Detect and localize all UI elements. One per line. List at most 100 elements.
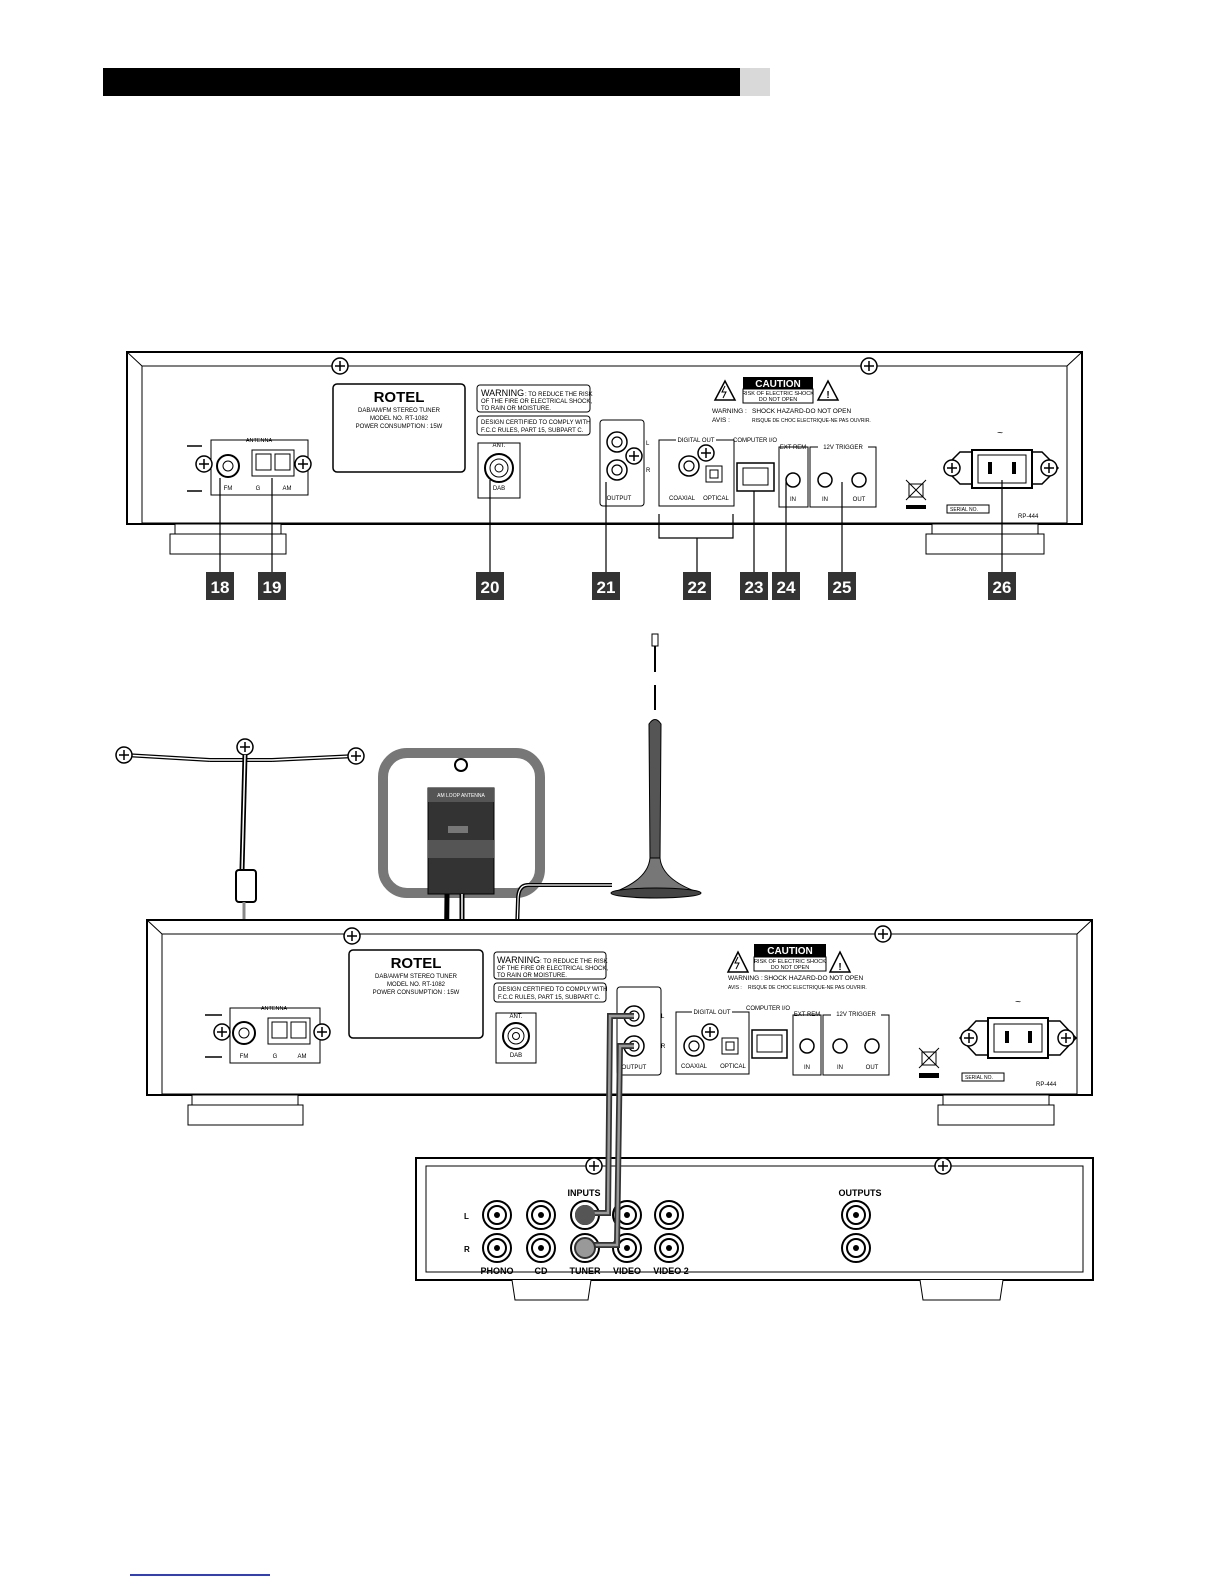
trigger-out-jack[interactable] xyxy=(851,472,867,488)
brand-label: ROTEL xyxy=(374,389,425,406)
output-left-jack[interactable] xyxy=(606,431,628,453)
callout-21: 21 xyxy=(592,572,620,600)
serial-label: SERIAL NO. xyxy=(950,507,978,513)
warning-text-3: TO RAIN OR MOISTURE. xyxy=(481,406,551,412)
svg-text:21: 21 xyxy=(597,578,616,597)
callout-23: 23 xyxy=(740,572,768,600)
caution-line-1-2: RISK OF ELECTRIC SHOCK xyxy=(754,959,826,965)
optical-label-2: OPTICAL xyxy=(720,1064,746,1070)
output-right-amp-jack[interactable] xyxy=(841,1233,871,1263)
trigger-out-label: OUT xyxy=(853,497,866,503)
footer-link-underline[interactable] xyxy=(130,1574,270,1576)
digital-out-label: DIGITAL OUT xyxy=(677,438,714,444)
amp-l-label: L xyxy=(464,1212,469,1221)
caution-line-2: DO NOT OPEN xyxy=(759,397,797,403)
video2-label: VIDEO 2 xyxy=(653,1266,689,1276)
output-label-2: OUTPUT xyxy=(622,1065,647,1071)
trigger-in-jack-2[interactable] xyxy=(832,1038,848,1054)
coaxial-jack-2[interactable] xyxy=(683,1035,705,1057)
svg-text:19: 19 xyxy=(263,578,282,597)
svg-text:23: 23 xyxy=(745,578,764,597)
fm-dipole-antenna-icon xyxy=(115,738,365,1012)
g-label-2: G xyxy=(273,1054,278,1060)
lightning-warning-icon-2 xyxy=(726,950,750,973)
coaxial-jack[interactable] xyxy=(678,455,700,477)
warning-text-3-2: TO RAIN OR MOISTURE. xyxy=(497,973,567,979)
rp-label: RP-444 xyxy=(1018,514,1039,520)
fm-antenna-jack-2[interactable] xyxy=(232,1021,256,1045)
fcc-text-2-2: F.C.C RULES, PART 15, SUBPART C. xyxy=(498,995,601,1001)
warning-text-1-2: : TO REDUCE THE RISK xyxy=(540,959,608,965)
callout-22: 22 xyxy=(683,572,711,600)
trigger-out-jack-2[interactable] xyxy=(864,1038,880,1054)
dab-label-2: DAB xyxy=(510,1053,522,1059)
coaxial-label-2: COAXIAL xyxy=(681,1064,708,1070)
cd-label: CD xyxy=(535,1266,548,1276)
caution-label-2: CAUTION xyxy=(767,946,813,957)
output-r-label: R xyxy=(646,468,651,474)
ext-rem-in-label: IN xyxy=(790,497,796,503)
phono-left-jack[interactable] xyxy=(482,1200,512,1230)
warning-text-2-2: OF THE FIRE OR ELECTRICAL SHOCK, xyxy=(497,966,608,972)
model-label: MODEL NO. RT-1082 xyxy=(370,416,429,422)
callout-19: 19 xyxy=(258,572,286,600)
output-right-jack[interactable] xyxy=(606,459,628,481)
top-panel: ROTEL DAB/AM/FM STEREO TUNER MODEL NO. R… xyxy=(126,351,1083,572)
ext-rem-in-jack[interactable] xyxy=(785,472,801,488)
warning-label: WARNING : xyxy=(712,408,747,415)
ac-symbol: ~ xyxy=(997,428,1003,439)
trigger-in-jack[interactable] xyxy=(817,472,833,488)
dab-antenna-jack-2[interactable] xyxy=(502,1022,530,1050)
dab-antenna-jack[interactable] xyxy=(484,453,514,483)
output-left-amp-jack[interactable] xyxy=(841,1200,871,1230)
caution-line-2-2: DO NOT OPEN xyxy=(771,965,809,971)
ext-rem-in-label-2: IN xyxy=(804,1065,810,1071)
phono-label: PHONO xyxy=(480,1266,513,1276)
fcc-text-1: DESIGN CERTIFIED TO COMPLY WITH xyxy=(481,420,590,426)
callout-20: 20 xyxy=(476,572,504,600)
callout-18: 18 xyxy=(206,572,234,600)
weee-bin-icon-2 xyxy=(918,1047,940,1078)
trigger-label: 12V TRIGGER xyxy=(823,445,863,451)
warning-text-2: OF THE FIRE OR ELECTRICAL SHOCK, xyxy=(481,399,592,405)
warning-title: WARNING xyxy=(481,388,524,398)
exclamation-warning-icon-2 xyxy=(828,950,852,973)
shock-hazard-text: SHOCK HAZARD-DO NOT OPEN xyxy=(752,408,852,415)
svg-text:25: 25 xyxy=(833,578,852,597)
digital-out-label-2: DIGITAL OUT xyxy=(693,1010,730,1016)
rp-label-2: RP-444 xyxy=(1036,1082,1057,1088)
callout-25: 25 xyxy=(828,572,856,600)
output-label: OUTPUT xyxy=(607,496,632,502)
cd-left-jack[interactable] xyxy=(526,1200,556,1230)
ext-rem-in-jack-2[interactable] xyxy=(799,1038,815,1054)
tuner-label: TUNER xyxy=(570,1266,601,1276)
video2-left-jack[interactable] xyxy=(654,1200,684,1230)
fcc-text-2: F.C.C RULES, PART 15, SUBPART C. xyxy=(481,428,584,434)
avis-text: RISQUE DE CHOC ELECTRIQUE-NE PAS OUVRIR. xyxy=(752,418,871,424)
output-l-label-2: L xyxy=(661,1014,665,1020)
am-label-2: AM xyxy=(298,1054,307,1060)
callout-badges: 18 19 20 21 22 23 24 25 26 xyxy=(206,572,1016,600)
svg-text:20: 20 xyxy=(481,578,500,597)
exclamation-warning-icon xyxy=(816,379,840,401)
output-r-label-2: R xyxy=(661,1044,666,1050)
fm-label-2: FM xyxy=(240,1054,249,1060)
ac-power-inlet-2[interactable] xyxy=(987,1017,1049,1059)
svg-text:18: 18 xyxy=(211,578,230,597)
outputs-label: OUTPUTS xyxy=(838,1188,881,1198)
caution-label: CAUTION xyxy=(755,379,801,390)
am-label: AM xyxy=(283,486,292,492)
video2-right-jack[interactable] xyxy=(654,1233,684,1263)
cd-right-jack[interactable] xyxy=(526,1233,556,1263)
ext-rem-label: EXT REM xyxy=(780,445,807,451)
antenna-label: ANTENNA xyxy=(246,438,273,444)
shock-hazard-text-2: SHOCK HAZARD-DO NOT OPEN xyxy=(764,975,864,982)
fm-antenna-jack[interactable] xyxy=(216,454,240,478)
phono-right-jack[interactable] xyxy=(482,1233,512,1263)
trigger-in-label-2: IN xyxy=(837,1065,843,1071)
caution-line-1: RISK OF ELECTRIC SHOCK xyxy=(742,391,814,397)
lightning-warning-icon xyxy=(713,379,737,401)
amp-r-label: R xyxy=(464,1245,470,1254)
ant-label-2: ANT. xyxy=(509,1014,522,1020)
